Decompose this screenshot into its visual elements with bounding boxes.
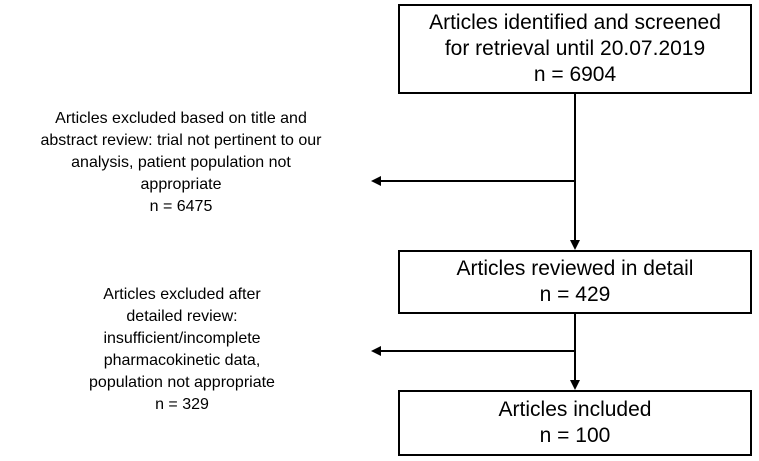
box-articles-reviewed: Articles reviewed in detail n = 429 <box>398 250 752 314</box>
excluded-title-line-1: Articles excluded based on title and <box>55 110 307 127</box>
identified-line-2: for retrieval until 20.07.2019 <box>444 37 706 60</box>
excluded-detail-line-3: insufficient/incomplete <box>103 330 261 347</box>
included-count: n = 100 <box>539 424 611 447</box>
excluded-detail-line-5: population not appropriate <box>89 374 275 391</box>
excluded-title-line-2: abstract review: trial not pertinent to … <box>40 132 322 149</box>
identified-line-1: Articles identified and screened <box>429 11 721 34</box>
excluded-title-count: n = 6475 <box>149 198 213 215</box>
note-excluded-title-abstract: Articles excluded based on title and abs… <box>0 108 362 218</box>
box-articles-included: Articles included n = 100 <box>398 390 752 456</box>
excluded-detail-line-4: pharmacokinetic data, <box>103 352 261 369</box>
identified-count: n = 6904 <box>533 63 617 86</box>
included-line-1: Articles included <box>498 398 652 421</box>
note-excluded-detailed-review: Articles excluded after detailed review:… <box>50 284 314 416</box>
reviewed-line-1: Articles reviewed in detail <box>456 257 694 280</box>
reviewed-count: n = 429 <box>539 283 611 306</box>
excluded-title-line-3: analysis, patient population not <box>71 154 291 171</box>
excluded-detail-count: n = 329 <box>155 396 209 413</box>
box-articles-identified: Articles identified and screened for ret… <box>398 4 752 94</box>
excluded-title-line-4: appropriate <box>140 176 222 193</box>
excluded-detail-line-1: Articles excluded after <box>103 286 261 303</box>
excluded-detail-line-2: detailed review: <box>126 308 238 325</box>
